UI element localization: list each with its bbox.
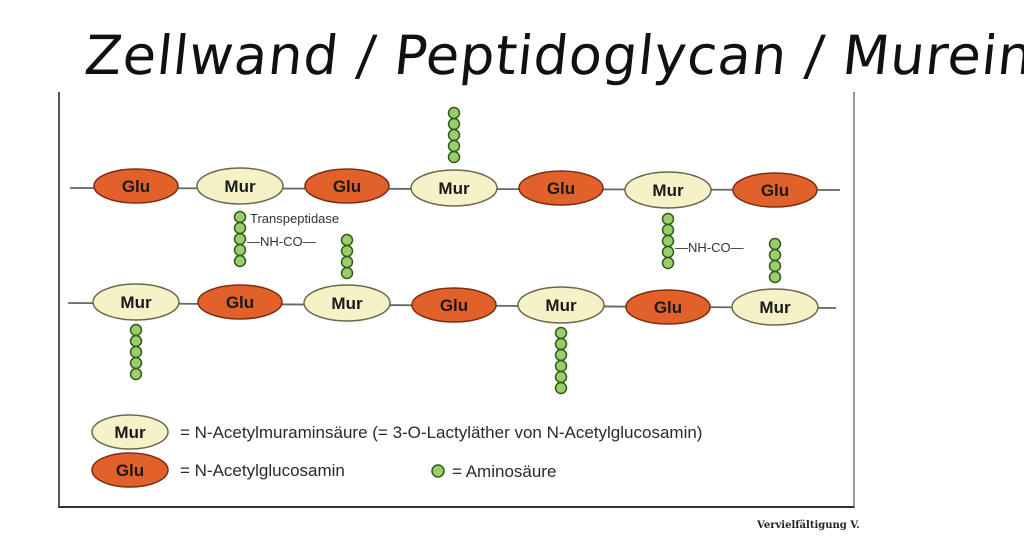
- legend-bead-text: = Aminosäure: [452, 462, 556, 481]
- lower-glu-3: Glu: [625, 289, 711, 325]
- lower-mur-3: Mur: [517, 286, 605, 324]
- lower-glu-2: Glu: [411, 287, 497, 323]
- lower-mur-2: Mur: [303, 284, 391, 322]
- peptide-chain-crosslink-1-upper: [233, 210, 247, 268]
- upper-glu-4-label: Glu: [761, 181, 789, 200]
- upper-glu-2-label: Glu: [333, 177, 361, 196]
- upper-glu-1-label: Glu: [122, 177, 150, 196]
- legend-mur-swatch: Mur: [91, 414, 169, 450]
- lower-mur-4: Mur: [731, 288, 819, 326]
- upper-mur-1-label: Mur: [224, 177, 256, 196]
- peptide-chain-top: [447, 106, 461, 164]
- legend-amino-acid-bead: [431, 464, 445, 478]
- legend-glu-swatch: Glu: [91, 452, 169, 488]
- transpeptidase-label: Transpeptidase: [250, 211, 339, 226]
- lower-mur-2-label: Mur: [331, 294, 363, 313]
- upper-glu-3-label: Glu: [547, 179, 575, 198]
- peptide-chain-crosslink-1-lower: [340, 233, 354, 280]
- upper-mur-2: Mur: [410, 169, 498, 207]
- lower-mur-1-label: Mur: [120, 293, 152, 312]
- legend-glu-text: = N-Acetylglucosamin: [180, 461, 345, 480]
- diagram-frame: [58, 92, 855, 508]
- upper-glu-3: Glu: [518, 170, 604, 206]
- upper-mur-2-label: Mur: [438, 179, 470, 198]
- peptide-chain-crosslink-2-upper: [661, 212, 675, 270]
- lower-mur-3-label: Mur: [545, 296, 577, 315]
- legend-glu-label: Glu: [116, 461, 144, 480]
- peptide-chain-lower-middle: [554, 326, 568, 395]
- upper-mur-1: Mur: [196, 167, 284, 205]
- upper-mur-3-label: Mur: [652, 181, 684, 200]
- legend-mur-label: Mur: [114, 423, 146, 442]
- lower-mur-1: Mur: [92, 283, 180, 321]
- lower-glu-2-label: Glu: [440, 296, 468, 315]
- lower-mur-4-label: Mur: [759, 298, 791, 317]
- bond-label-right: —NH-CO—: [675, 240, 744, 255]
- legend-mur-text: = N-Acetylmuraminsäure (= 3-O-Lactyläthe…: [180, 423, 702, 442]
- lower-glu-3-label: Glu: [654, 298, 682, 317]
- lower-glu-1-label: Glu: [226, 293, 254, 312]
- peptide-chain-lower-left: [129, 323, 143, 381]
- peptide-chain-crosslink-2-lower: [768, 237, 782, 284]
- legend: Mur = N-Acetylmuraminsäure (= 3-O-Lactyl…: [91, 414, 702, 488]
- bond-label-left: —NH-CO—: [247, 234, 316, 249]
- upper-glu-2: Glu: [304, 168, 390, 204]
- upper-glu-1: Glu: [93, 168, 179, 204]
- upper-glu-4: Glu: [732, 172, 818, 208]
- footer-text: Vervielfältigung V.: [757, 520, 860, 531]
- upper-mur-3: Mur: [624, 171, 712, 209]
- lower-glu-1: Glu: [197, 284, 283, 320]
